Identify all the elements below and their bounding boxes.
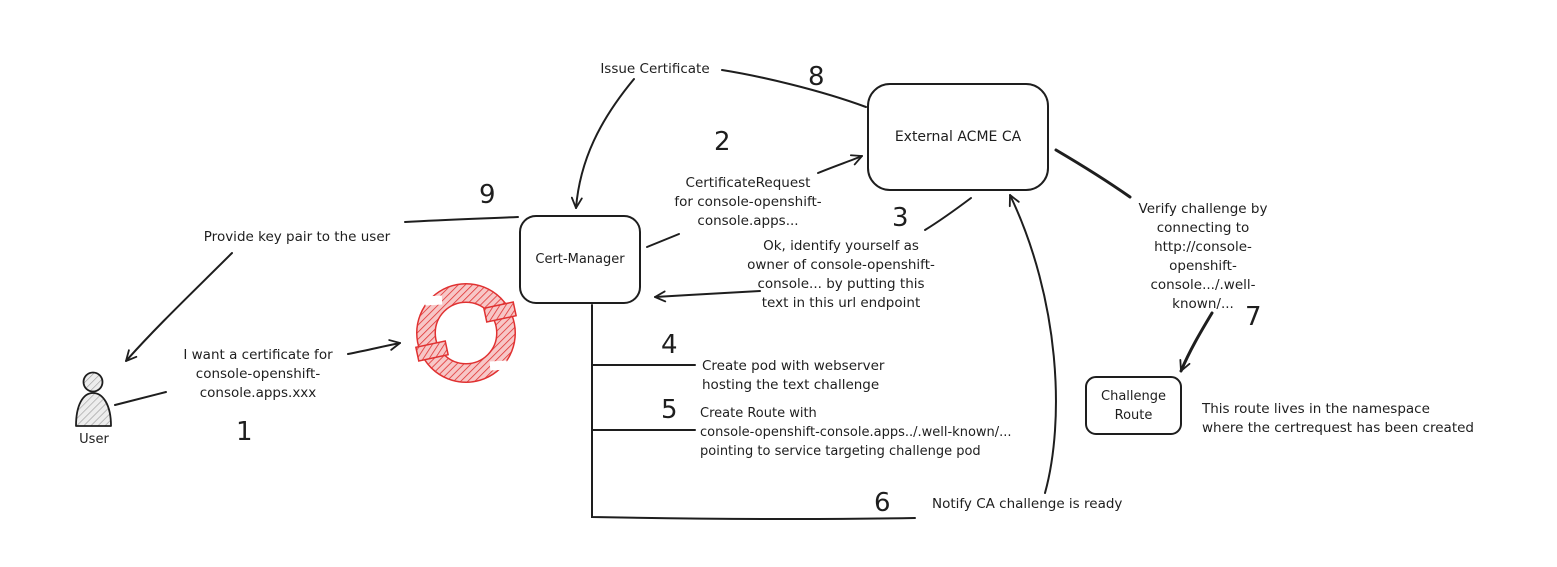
edge-certrequest-lower: [646, 233, 680, 248]
route-namespace-label: This route lives in the namespace where …: [1202, 401, 1474, 436]
challenge-route-label: Challenge Route: [1101, 388, 1166, 423]
acme-ca-label: External ACME CA: [894, 128, 1022, 145]
certificate-request-label: CertificateRequest for console-openshift…: [674, 175, 822, 229]
step-number-8: 8: [808, 62, 825, 92]
edge-notify-ca-arrow: [1008, 194, 1057, 494]
cert-manager-box: [519, 215, 641, 304]
edge-certrequest-arrow: [817, 154, 863, 174]
edge-keypair-arrow: [125, 252, 233, 362]
step-number-9: 9: [479, 180, 496, 210]
challenge-route-box: [1085, 376, 1182, 435]
provide-key-pair-label: Provide key pair to the user: [203, 229, 391, 245]
issue-certificate-label: Issue Certificate: [600, 61, 710, 77]
want-certificate-label: I want a certificate for console-openshi…: [183, 347, 333, 401]
user-label: User: [79, 432, 109, 447]
acme-ca-box: [867, 83, 1049, 191]
edge-want-certificate-arrow: [347, 339, 401, 355]
step-number-4: 4: [661, 330, 678, 360]
step-number-5: 5: [661, 395, 678, 425]
step-number-6: 6: [874, 488, 891, 518]
identify-yourself-label: Ok, identify yourself as owner of consol…: [747, 238, 935, 311]
step-number-1: 1: [236, 417, 253, 447]
edge-identify-upper: [924, 197, 972, 231]
openshift-logo-icon: [414, 283, 518, 383]
edge-want-certificate-lower: [114, 391, 167, 406]
edge-trunk: [591, 304, 916, 521]
step-number-3: 3: [892, 203, 909, 233]
edge-verify-upper: [1054, 148, 1132, 199]
cert-manager-label: Cert-Manager: [535, 252, 625, 267]
edge-issue-certificate-arrow: [570, 78, 635, 209]
person-icon: [75, 371, 112, 427]
edge-verify-arrow: [1179, 311, 1214, 373]
step-number-2: 2: [714, 127, 731, 157]
edge-issue-certificate-line: [721, 69, 867, 108]
edge-identify-arrow: [654, 290, 761, 303]
create-pod-label: Create pod with webserver hosting the te…: [702, 358, 885, 393]
edge-keypair-upper: [404, 216, 519, 223]
create-route-label: Create Route with console-openshift-cons…: [700, 406, 1012, 459]
notify-ca-label: Notify CA challenge is ready: [932, 496, 1123, 512]
verify-challenge-label: Verify challenge by connecting to http:/…: [1138, 201, 1268, 312]
step-number-7: 7: [1245, 302, 1262, 332]
